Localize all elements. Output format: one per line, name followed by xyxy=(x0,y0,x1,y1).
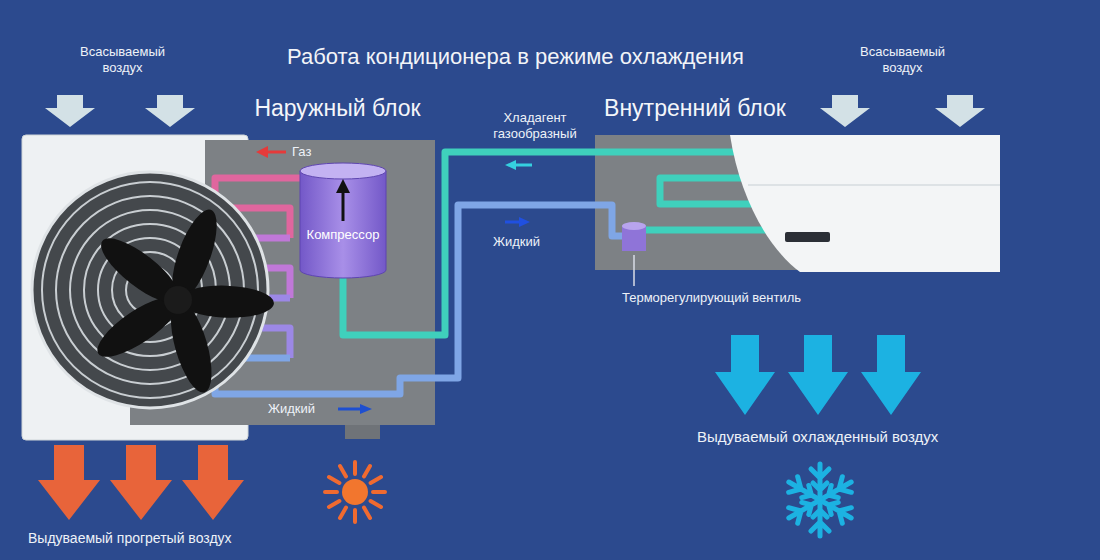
warm-air-arrow xyxy=(38,445,100,520)
sun-rays xyxy=(325,462,385,522)
flow-arrow-head xyxy=(519,217,530,227)
flow-arrow xyxy=(515,164,532,167)
intake-arrow xyxy=(820,95,870,127)
flow-arrow xyxy=(505,221,520,224)
condenser-coil xyxy=(215,358,435,394)
flow-arrow xyxy=(266,151,286,154)
compression-arrow xyxy=(342,191,345,221)
indoor-cover xyxy=(730,135,1000,272)
outdoor-unit: Компрессор Наружный блок xyxy=(240,95,435,425)
intake-arrow xyxy=(935,95,985,127)
compressor: Компрессор xyxy=(300,163,386,278)
compressor-cylinder xyxy=(300,163,386,278)
warm-air-arrow xyxy=(110,445,172,520)
air-label: Всасываемый воздух xyxy=(70,44,175,76)
compressor-label: Компрессор xyxy=(307,227,380,243)
leader-line xyxy=(633,255,635,286)
component-label: Терморегулирующий вентиль xyxy=(622,290,801,306)
flow-arrow xyxy=(338,408,360,411)
indoor-display xyxy=(785,232,830,242)
air-label: Выдуваемый охлажденный воздух xyxy=(697,428,938,446)
indoor-cover-line xyxy=(748,184,1000,186)
cylinder-body xyxy=(300,171,386,278)
snowflake-arm xyxy=(784,474,824,508)
refrigerant-pipe xyxy=(435,205,595,378)
flow-label: Газ xyxy=(292,144,311,160)
cool-air-arrow xyxy=(715,335,775,415)
flow-arrow-head xyxy=(256,146,268,158)
air-label: Выдуваемый прогретый воздух xyxy=(28,530,232,547)
sun-icon xyxy=(342,479,368,505)
cool-air-arrow xyxy=(788,335,848,415)
unit-heading: Внутренний блок xyxy=(604,95,786,123)
outdoor-foot xyxy=(345,423,380,439)
intake-arrow xyxy=(145,95,195,127)
diagram-title: Работа кондиционера в режиме охлаждения xyxy=(287,44,744,70)
unit-heading: Наружный блок xyxy=(254,95,420,123)
liquid-pipe-inner xyxy=(595,205,622,236)
intake-arrow xyxy=(45,95,95,127)
cylinder-top xyxy=(300,163,386,179)
flow-arrow-head xyxy=(505,160,516,170)
pipe-label: Хладагент газообразный xyxy=(485,110,585,142)
cool-air-arrow xyxy=(861,335,921,415)
warm-air-arrow xyxy=(182,445,244,520)
flow-label: Жидкий xyxy=(268,401,315,417)
indoor-unit: Внутренний блок xyxy=(595,95,795,270)
flow-arrow-head xyxy=(360,404,372,414)
air-label: Всасываемый воздух xyxy=(850,44,955,76)
expansion-valve-top xyxy=(622,222,646,230)
pipe-label: Жидкий xyxy=(493,234,540,250)
compression-arrow-head xyxy=(336,179,350,193)
fan-hub xyxy=(164,286,192,314)
